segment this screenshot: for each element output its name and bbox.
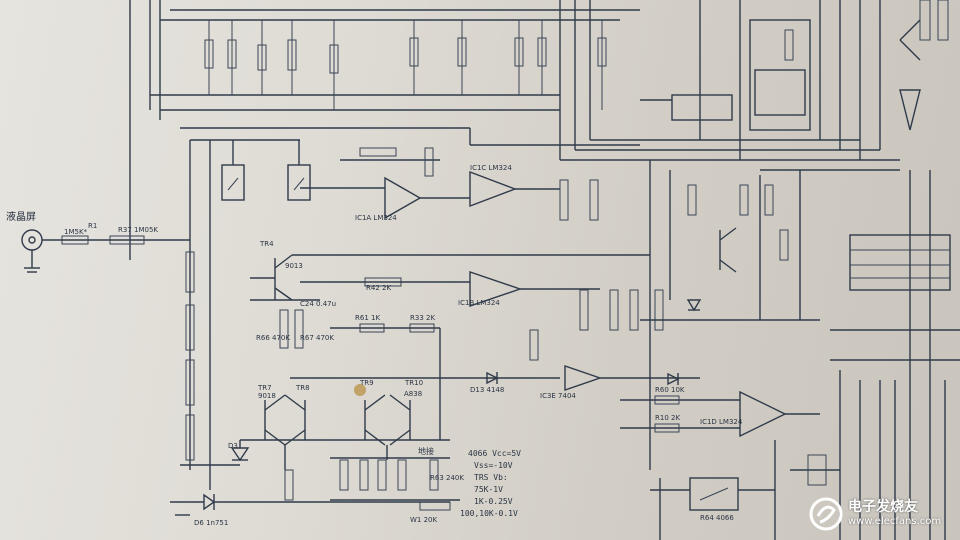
resistor-ladder [185,139,300,490]
relay-switches [221,140,311,201]
right-stage [640,160,900,470]
bottom-resistors [284,457,460,511]
label-tr8: TR8 [295,384,310,392]
label-tr7: TR7 [257,384,272,392]
label-tr10-part: A838 [404,390,422,398]
label-tr10: TR10 [404,379,423,387]
elecfans-watermark: 电子发烧友 www.elecfans.com [802,494,952,534]
label-r42: R42 2K [366,284,391,292]
middle-network [250,289,664,440]
label-d6: D6 1n751 [194,519,228,527]
top-right-ics [640,0,949,131]
watermark-name: 电子发烧友 [848,499,918,515]
label-r60: R60 10K [655,386,685,394]
label-ic3e: IC3E 7404 [540,392,576,400]
note-line-5: 1K-0.25V [474,497,513,506]
label-ground: 地接 [418,446,434,456]
top-resistor-row [204,20,794,110]
input-connector [21,229,190,273]
voltage-notes: 4066 Vcc=5V Vss=-10V TRS Vb: 75K-1V 1K-0… [460,449,521,518]
input-label: 液晶屏 [6,210,36,223]
label-r61: R61 1K [355,314,380,322]
label-d13: D13 4148 [470,386,504,394]
label-tr9: TR9 [359,379,374,387]
label-r10: R10 2K [655,414,680,422]
ic1d-opamp [620,372,820,438]
note-line-6: 100,10K-0.1V [460,509,518,518]
label-tr4-part: 9013 [285,262,303,270]
label-r64: R64 4066 [700,514,734,522]
label-c24: C24 0.47u [300,300,336,308]
component-labels: 液晶屏 R1 1M5K* R37 1M05K TR4 9013 TR7 TR8 … [6,164,743,527]
note-line-3: TRS Vb: [474,473,508,482]
ic1a-opamp [300,147,470,220]
label-r1: R1 [88,222,97,230]
label-ic1a: IC1A LM324 [355,214,397,222]
label-r-series: R37 1M05K [118,226,158,234]
tr4-stage [250,254,650,307]
label-r67: R67 470K [300,334,334,342]
label-r66: R66 470K [256,334,290,342]
label-w1: W1 20K [410,516,438,524]
ic1c-opamp [469,170,599,221]
label-tr4: TR4 [259,240,274,248]
label-r-input: 1M5K* [64,228,88,236]
label-ic1d: IC1D LM324 [700,418,743,426]
note-line-4: 75K-1V [474,485,503,494]
label-ic1c: IC1C LM324 [470,164,512,172]
elecfans-logo-icon [809,497,843,531]
label-tr7-part: 9018 [258,392,276,400]
lcd-connector [790,170,960,540]
label-d3: D3 [228,442,238,450]
transistor-array [240,384,450,470]
label-r63: R63 240K [430,474,464,482]
label-ic1b: IC1B LM324 [458,299,500,307]
note-line-1: 4066 Vcc=5V [468,449,521,458]
watermark-url: www.elecfans.com [848,516,942,527]
diodes-left [170,440,450,516]
label-r33: R33 2K [410,314,435,322]
note-line-2: Vss=-10V [474,461,513,470]
top-bus-wires [129,0,900,260]
ic-4066 [650,440,776,540]
